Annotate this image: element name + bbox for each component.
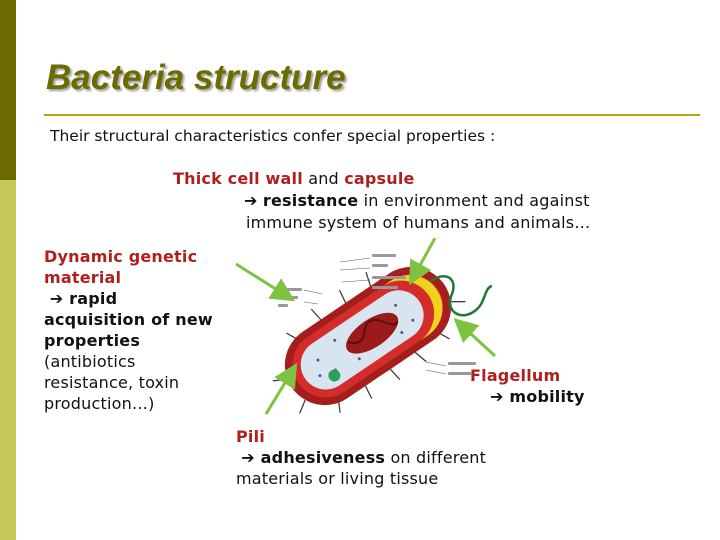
cell-wall-effect-line: ➔ resistance in environment and against: [244, 190, 590, 211]
pili-effect-line-2: materials or living tissue: [236, 469, 439, 488]
genetic-note-line-1: (antibiotics: [44, 352, 136, 371]
arrow-icon: ➔: [49, 289, 64, 308]
genetic-note-line-2: resistance, toxin: [44, 373, 180, 392]
arrow-icon: ➔: [490, 387, 504, 406]
sidebar-accent-top: [0, 0, 16, 180]
flagellum-effect-text: mobility: [503, 387, 585, 406]
title-divider: [44, 114, 700, 116]
slide-title: Bacteria structure: [46, 58, 346, 97]
flagellum-term: Flagellum: [470, 366, 561, 385]
genetic-effect-line-1: ➔ rapid: [44, 288, 244, 309]
resistance-detail: in environment and against: [358, 191, 590, 210]
flagellum-effect-line: ➔ mobility: [470, 386, 670, 407]
genetic-effect-text: rapid: [63, 289, 118, 308]
arrow-to-pili: [264, 362, 298, 415]
cell-wall-heading: Thick cell wall and capsule: [173, 168, 415, 189]
cell-wall-yellow: [382, 275, 443, 341]
bacterium-cell: [272, 266, 466, 414]
cell-wall-effect-line-2: immune system of humans and animals…: [246, 213, 591, 232]
arrow-to-genetic-material: [235, 262, 296, 302]
genetic-note-line-3: production…): [44, 394, 155, 413]
flagellum-block: Flagellum ➔ mobility: [470, 365, 670, 407]
adhesiveness-term: adhesiveness: [254, 448, 386, 467]
genetic-term-line-1: Dynamic genetic: [44, 247, 198, 266]
pili-block: Pili ➔ adhesiveness on different materia…: [236, 426, 536, 489]
pili-effect-line: ➔ adhesiveness on different: [236, 447, 536, 468]
cell-wall-term: Thick cell wall: [173, 169, 303, 188]
pointer-arrows: [235, 238, 497, 415]
arrow-to-wall: [409, 238, 437, 286]
plasmid: [328, 369, 341, 382]
diagram-labels: [303, 257, 447, 375]
pili-term: Pili: [236, 427, 265, 446]
slide-subtitle: Their structural characteristics confer …: [50, 127, 496, 145]
sidebar-accent-bottom: [0, 180, 16, 540]
genetic-effect-line-3: properties: [44, 331, 141, 350]
genetic-material-block: Dynamic genetic material ➔ rapid acquisi…: [44, 246, 244, 414]
capsule-term: capsule: [344, 169, 415, 188]
flagellum: [429, 275, 493, 317]
resistance-term: resistance: [262, 191, 359, 210]
cell-wall-conjunction: and: [302, 169, 345, 188]
genetic-term-line-2: material: [44, 268, 122, 287]
arrow-to-flagellum: [453, 317, 497, 358]
pili-effect-detail: on different: [385, 448, 487, 467]
bacterium-diagram: [235, 238, 497, 415]
arrow-icon: ➔: [241, 448, 255, 467]
genetic-effect-line-2: acquisition of new: [44, 310, 213, 329]
arrow-icon: ➔: [244, 191, 258, 210]
